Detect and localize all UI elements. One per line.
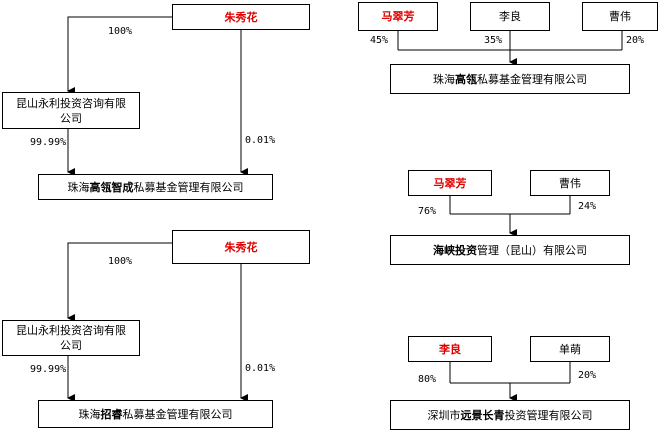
d3-target-company-name: 珠海高瓴私募基金管理有限公司 (433, 72, 587, 86)
d3-holder-1-box: 马翠芳 (358, 2, 438, 31)
d5-pct-1: 80% (418, 374, 437, 385)
d4-holder-2-box: 曹伟 (530, 170, 610, 196)
d2-arrow-top-to-mid (67, 242, 172, 322)
d1-mid-company-box: 昆山永利投资咨询有限 公司 (2, 92, 140, 129)
d5-holder-1-name: 李良 (439, 342, 461, 356)
d1-pct-mid: 99.99% (30, 137, 67, 148)
d3-holder-3-name: 曹伟 (609, 10, 631, 23)
d1-top-shareholder-box: 朱秀花 (172, 4, 310, 30)
d1-top-shareholder-name: 朱秀花 (224, 10, 258, 24)
d5-holder-2-box: 单萌 (530, 336, 610, 362)
d5-target-company-name: 深圳市远景长青投资管理有限公司 (427, 408, 593, 422)
d2-top-shareholder-name: 朱秀花 (224, 240, 258, 254)
d4-holder-1-box: 马翠芳 (408, 170, 492, 196)
d1-target-company-name: 珠海高瓴智成私募基金管理有限公司 (67, 180, 244, 194)
d4-holder-2-name: 曹伟 (559, 176, 581, 190)
d3-holder-2-name: 李良 (499, 10, 521, 23)
d2-mid-company-box: 昆山永利投资咨询有限 公司 (2, 320, 140, 356)
d3-pct-1: 45% (370, 35, 389, 46)
d1-mid-company-line1: 昆山永利投资咨询有限 (16, 96, 126, 110)
d4-pct-1: 76% (418, 206, 437, 217)
d5-holder-1-box: 李良 (408, 336, 492, 362)
d1-arrow-top-to-mid (67, 16, 172, 95)
d4-target-company-box: 海峡投资管理（昆山）有限公司 (390, 235, 630, 265)
d2-pct-top: 100% (108, 256, 133, 267)
d5-holder-2-name: 单萌 (559, 342, 581, 356)
d5-target-company-box: 深圳市远景长青投资管理有限公司 (390, 400, 630, 430)
d2-pct-mid: 99.99% (30, 364, 67, 375)
d4-pct-2: 24% (578, 201, 597, 212)
d3-holder-1-name: 马翠芳 (381, 10, 415, 23)
d1-pct-direct: 0.01% (245, 135, 276, 146)
d2-target-company-name: 珠海招睿私募基金管理有限公司 (78, 407, 233, 421)
d5-pct-2: 20% (578, 370, 597, 381)
d1-target-company-box: 珠海高瓴智成私募基金管理有限公司 (38, 174, 273, 200)
d4-target-company-name: 海峡投资管理（昆山）有限公司 (433, 243, 587, 257)
d1-mid-company-line2: 公司 (60, 111, 82, 125)
d3-holder-2-box: 李良 (470, 2, 550, 31)
d2-top-shareholder-box: 朱秀花 (172, 230, 310, 264)
d2-mid-company-line2: 公司 (60, 339, 82, 352)
d3-pct-3: 20% (626, 35, 645, 46)
d2-target-company-box: 珠海招睿私募基金管理有限公司 (38, 400, 273, 428)
d3-pct-2: 35% (484, 35, 503, 46)
d3-target-company-box: 珠海高瓴私募基金管理有限公司 (390, 64, 630, 94)
d3-holder-3-box: 曹伟 (582, 2, 658, 31)
d4-holder-1-name: 马翠芳 (433, 176, 467, 190)
d2-pct-direct: 0.01% (245, 363, 276, 374)
d1-pct-top: 100% (108, 26, 133, 37)
d2-mid-company-line1: 昆山永利投资咨询有限 (16, 324, 126, 337)
